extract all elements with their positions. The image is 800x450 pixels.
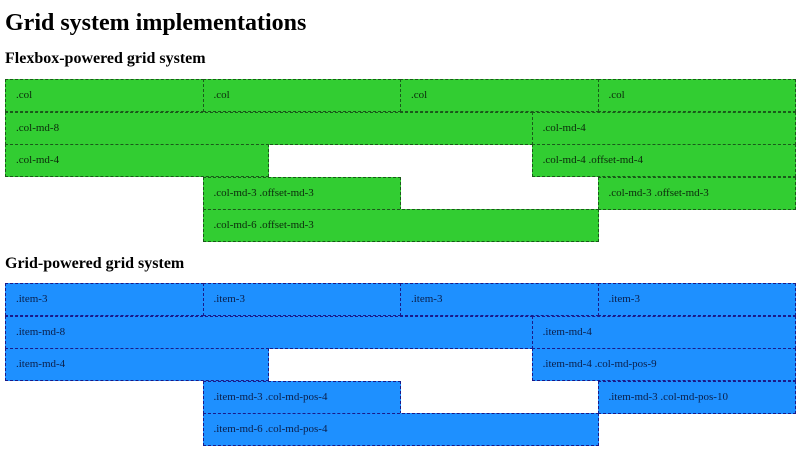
grid-cell: .col xyxy=(400,79,599,112)
grid-cell: .item-md-6 .col-md-pos-4 xyxy=(202,413,599,446)
grid-cell: .col-md-4 xyxy=(531,111,796,145)
grid-cell: .item-md-4 xyxy=(5,348,270,381)
grid-cell: .col xyxy=(5,79,204,112)
grid-cell: .col-md-4 .offset-md-4 xyxy=(531,144,796,177)
grid-cell: .item-md-3 .col-md-pos-10 xyxy=(597,380,796,414)
grid-heading: Grid-powered grid system xyxy=(5,255,185,272)
flexbox-heading: Flexbox-powered grid system xyxy=(5,50,206,67)
grid-cell: .col-md-3 .offset-md-3 xyxy=(597,176,796,210)
grid-cell: .col-md-6 .offset-md-3 xyxy=(202,209,599,242)
grid-cell: .col-md-3 .offset-md-3 xyxy=(202,176,401,210)
grid-cell: .item-3 xyxy=(400,283,599,316)
page-title: Grid system implementations xyxy=(5,10,307,36)
grid-cell: .item-md-8 xyxy=(5,315,533,349)
grid-cell: .item-3 xyxy=(202,283,401,316)
grid-cell: .col xyxy=(202,79,401,112)
grid-cell: .item-3 xyxy=(5,283,204,316)
grid-cell: .col-md-4 xyxy=(5,144,270,177)
grid-cell: .col xyxy=(597,79,796,112)
grid-cell: .item-md-4 xyxy=(531,315,796,349)
grid-cell: .item-md-3 .col-md-pos-4 xyxy=(202,380,401,414)
grid-cell: .item-3 xyxy=(597,283,796,316)
grid-cell: .col-md-8 xyxy=(5,111,533,145)
grid-cell: .item-md-4 .col-md-pos-9 xyxy=(531,348,796,381)
